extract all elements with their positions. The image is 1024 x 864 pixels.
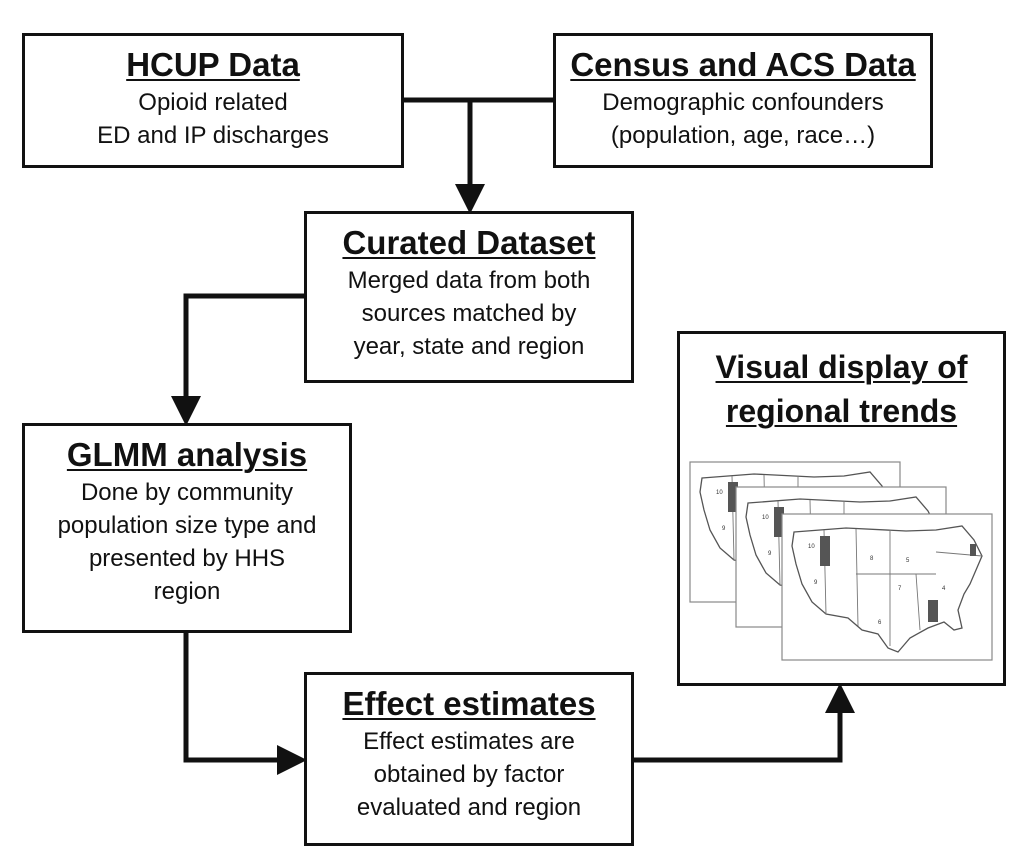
arrow-curated-to-glmm — [171, 293, 304, 427]
visual-title-line-2: regional trends — [725, 393, 958, 429]
glmm-desc-line-4: region — [153, 578, 221, 605]
glmm-title: GLMM analysis — [66, 436, 308, 473]
glmm-desc-line-3: presented by HHS — [88, 545, 286, 572]
map-front — [781, 513, 993, 661]
glmm-desc-line-1: Done by community — [80, 479, 294, 506]
arrow-effect-to-visual — [634, 682, 855, 763]
effect-title: Effect estimates — [342, 685, 596, 722]
effect-desc-line-1: Effect estimates are — [363, 728, 575, 755]
effect-desc-line-2: obtained by factor — [373, 761, 565, 788]
census-acs-data-box: Census and ACS Data Demographic confound… — [553, 33, 933, 168]
hcup-data-box: HCUP Data Opioid related ED and IP disch… — [22, 33, 404, 168]
hcup-desc-line-2: ED and IP discharges — [97, 122, 329, 149]
curated-desc-line-3: year, state and region — [353, 333, 585, 360]
visual-display-box: Visual display of regional trends 10 8 7 — [677, 331, 1006, 686]
census-title: Census and ACS Data — [570, 46, 916, 83]
glmm-analysis-box: GLMM analysis Done by community populati… — [22, 423, 352, 633]
effect-estimates-box: Effect estimates Effect estimates are ob… — [304, 672, 634, 846]
census-desc-line-1: Demographic confounders — [602, 89, 884, 116]
curated-desc-line-2: sources matched by — [361, 300, 577, 327]
curated-title: Curated Dataset — [342, 224, 596, 261]
glmm-desc-line-2: population size type and — [57, 512, 317, 539]
hcup-desc-line-1: Opioid related — [138, 89, 288, 116]
hcup-title: HCUP Data — [126, 46, 300, 83]
curated-desc-line-1: Merged data from both — [347, 267, 591, 294]
effect-desc-line-3: evaluated and region — [356, 794, 582, 821]
census-desc-line-2: (population, age, race…) — [610, 122, 876, 149]
visual-title-line-1: Visual display of — [715, 349, 968, 385]
regional-maps-illustration: 10 8 7 6 5 4 9 — [689, 461, 993, 661]
curated-dataset-box: Curated Dataset Merged data from both so… — [304, 211, 634, 383]
arrow-glmm-to-effect — [183, 633, 308, 775]
